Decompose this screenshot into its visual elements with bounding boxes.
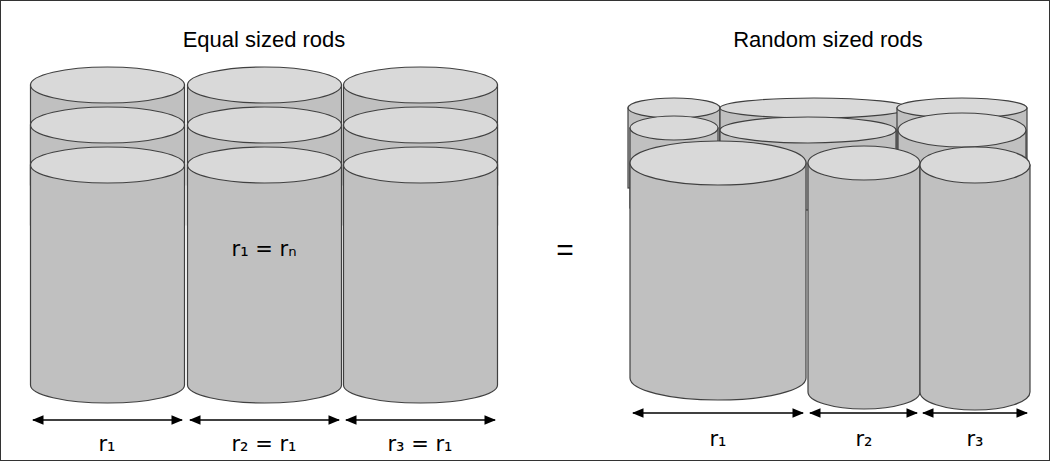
radius-label: r₂ [855,427,872,452]
radius-label: r₁ [98,432,115,457]
group-title: Equal sized rods [183,27,346,53]
radius-label: r₃ = r₁ [387,432,452,457]
radius-equation: r₁ = rₙ [232,237,297,262]
equals-sign: = [556,232,574,268]
radius-label: r₂ = r₁ [231,432,296,457]
group-title: Random sized rods [733,27,923,53]
radius-label: r₃ [966,427,983,452]
radius-label: r₁ [709,427,726,452]
